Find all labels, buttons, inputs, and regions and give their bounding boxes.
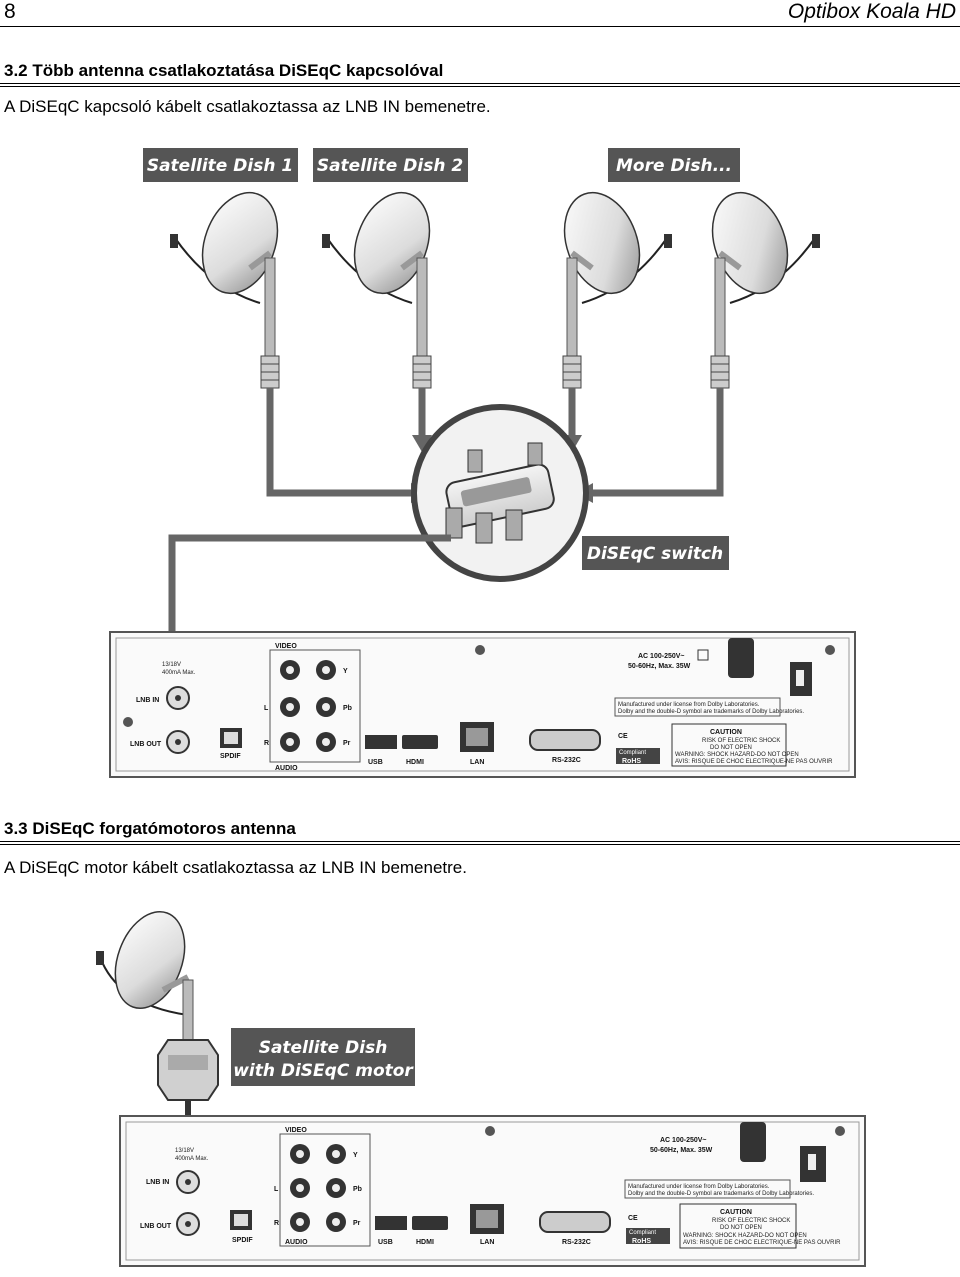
satellite-dish-1-icon	[170, 191, 280, 389]
svg-text:400mA Max.: 400mA Max.	[162, 670, 196, 676]
svg-text:SPDIF: SPDIF	[220, 753, 241, 760]
label-satellite-dish-2: Satellite Dish 2	[313, 148, 468, 182]
diseqc-switch-icon	[411, 404, 589, 582]
svg-text:LNB OUT: LNB OUT	[140, 1223, 172, 1230]
svg-text:Pr: Pr	[343, 740, 351, 747]
section-rule-2b	[0, 844, 960, 845]
svg-text:Y: Y	[353, 1152, 358, 1159]
dish-cables	[266, 388, 724, 497]
svg-text:Satellite Dish: Satellite Dish	[259, 1038, 388, 1058]
diseqc-switch-diagram: Satellite Dish 1 Satellite Dish 2 More D…	[109, 148, 856, 778]
svg-text:More Dish...: More Dish...	[616, 156, 732, 176]
section-rule-1b	[0, 86, 960, 87]
svg-text:WARNING: SHOCK HAZARD-DO NOT O: WARNING: SHOCK HAZARD-DO NOT OPEN	[683, 1233, 807, 1239]
svg-text:Satellite Dish 2: Satellite Dish 2	[317, 156, 463, 176]
svg-text:AVIS: RISQUE DE CHOC ELECTRIQU: AVIS: RISQUE DE CHOC ELECTRIQUE-NE PAS O…	[675, 759, 833, 765]
svg-text:DiSEqC switch: DiSEqC switch	[587, 544, 723, 564]
svg-text:USB: USB	[378, 1239, 393, 1246]
svg-text:AVIS: RISQUE DE CHOC ELECTRIQU: AVIS: RISQUE DE CHOC ELECTRIQUE-NE PAS O…	[683, 1240, 841, 1246]
svg-text:LAN: LAN	[470, 759, 484, 766]
svg-text:Compliant: Compliant	[629, 1230, 656, 1236]
svg-text:400mA Max.: 400mA Max.	[175, 1156, 209, 1162]
svg-text:R: R	[274, 1220, 279, 1227]
svg-text:RISK OF ELECTRIC SHOCK: RISK OF ELECTRIC SHOCK	[712, 1218, 790, 1224]
svg-text:with DiSEqC motor: with DiSEqC motor	[233, 1061, 414, 1081]
svg-text:AUDIO: AUDIO	[275, 765, 298, 772]
diseqc-motor-diagram: Satellite Dish with DiSEqC motor 13/18V …	[96, 911, 866, 1267]
page-header: 8 Optibox Koala HD	[0, 0, 960, 24]
svg-text:Dolby and the double-D symbol: Dolby and the double-D symbol are tradem…	[628, 1191, 814, 1197]
svg-text:Dolby and the double-D symbol: Dolby and the double-D symbol are tradem…	[618, 709, 804, 715]
header-rule	[0, 26, 960, 27]
svg-text:Satellite Dish 1: Satellite Dish 1	[147, 156, 293, 176]
svg-text:50-60Hz, Max. 35W: 50-60Hz, Max. 35W	[628, 663, 691, 670]
section-text-3-2: A DiSEqC kapcsoló kábelt csatlakoztassa …	[4, 97, 491, 116]
svg-text:CAUTION: CAUTION	[720, 1209, 752, 1216]
section-rule-1a	[0, 83, 960, 84]
svg-text:VIDEO: VIDEO	[285, 1127, 307, 1134]
svg-text:CE: CE	[618, 733, 628, 740]
svg-text:DO NOT OPEN: DO NOT OPEN	[720, 1225, 762, 1231]
svg-text:RoHS: RoHS	[632, 1238, 651, 1245]
label-diseqc-switch: DiSEqC switch	[582, 536, 729, 570]
svg-text:L: L	[264, 705, 269, 712]
svg-text:LNB IN: LNB IN	[136, 697, 159, 704]
svg-text:Pb: Pb	[353, 1186, 362, 1193]
svg-text:HDMI: HDMI	[406, 759, 424, 766]
satellite-dish-4-icon	[710, 191, 820, 389]
svg-text:CAUTION: CAUTION	[710, 729, 742, 736]
svg-text:LNB IN: LNB IN	[146, 1179, 169, 1186]
svg-text:50-60Hz, Max. 35W: 50-60Hz, Max. 35W	[650, 1147, 713, 1154]
svg-text:RS-232C: RS-232C	[562, 1239, 591, 1246]
svg-text:WARNING: SHOCK HAZARD-DO NOT O: WARNING: SHOCK HAZARD-DO NOT OPEN	[675, 752, 799, 758]
svg-text:DO NOT OPEN: DO NOT OPEN	[710, 745, 752, 751]
satellite-dish-2-icon	[322, 191, 432, 389]
receiver-back-panel: 13/18V 400mA Max. LNB IN LNB OUT SPDIF V…	[119, 1115, 866, 1267]
label-more-dish: More Dish...	[608, 148, 740, 182]
svg-text:Pr: Pr	[353, 1220, 361, 1227]
svg-text:LAN: LAN	[480, 1239, 494, 1246]
svg-text:13/18V: 13/18V	[175, 1148, 194, 1154]
receiver-back-panel: 13/18V 400mA Max. LNB IN LNB OUT SPDIF V…	[109, 631, 856, 778]
svg-text:SPDIF: SPDIF	[232, 1237, 253, 1244]
svg-text:HDMI: HDMI	[416, 1239, 434, 1246]
section-heading-3-2: 3.2 Több antenna csatlakoztatása DiSEqC …	[4, 61, 444, 80]
svg-text:Compliant: Compliant	[619, 750, 646, 756]
section-rule-2a	[0, 841, 960, 842]
svg-text:AC 100-250V~: AC 100-250V~	[638, 653, 685, 660]
svg-text:RS-232C: RS-232C	[552, 757, 581, 764]
svg-text:RoHS: RoHS	[622, 758, 641, 765]
page-number: 8	[4, 0, 16, 23]
svg-text:USB: USB	[368, 759, 383, 766]
svg-text:R: R	[264, 740, 269, 747]
svg-text:VIDEO: VIDEO	[275, 643, 297, 650]
svg-text:Y: Y	[343, 668, 348, 675]
svg-text:AC 100-250V~: AC 100-250V~	[660, 1137, 707, 1144]
svg-text:CE: CE	[628, 1215, 638, 1222]
label-satellite-dish-with-diseqc-motor: Satellite Dish with DiSEqC motor	[231, 1028, 415, 1086]
svg-text:LNB OUT: LNB OUT	[130, 741, 162, 748]
svg-text:13/18V: 13/18V	[162, 662, 181, 668]
svg-text:AUDIO: AUDIO	[285, 1239, 308, 1246]
section-text-3-3: A DiSEqC motor kábelt csatlakoztassa az …	[4, 858, 467, 877]
section-heading-3-3: 3.3 DiSEqC forgatómotoros antenna	[4, 819, 296, 838]
svg-text:Pb: Pb	[343, 705, 352, 712]
product-title: Optibox Koala HD	[787, 0, 956, 23]
label-satellite-dish-1: Satellite Dish 1	[143, 148, 298, 182]
motorized-dish-icon	[96, 911, 219, 1101]
svg-text:Manufactured under license fro: Manufactured under license from Dolby La…	[628, 1184, 770, 1190]
svg-text:RISK OF ELECTRIC SHOCK: RISK OF ELECTRIC SHOCK	[702, 738, 780, 744]
satellite-dish-3-icon	[562, 191, 672, 389]
svg-text:L: L	[274, 1186, 279, 1193]
svg-text:Manufactured under license fro: Manufactured under license from Dolby La…	[618, 702, 760, 708]
